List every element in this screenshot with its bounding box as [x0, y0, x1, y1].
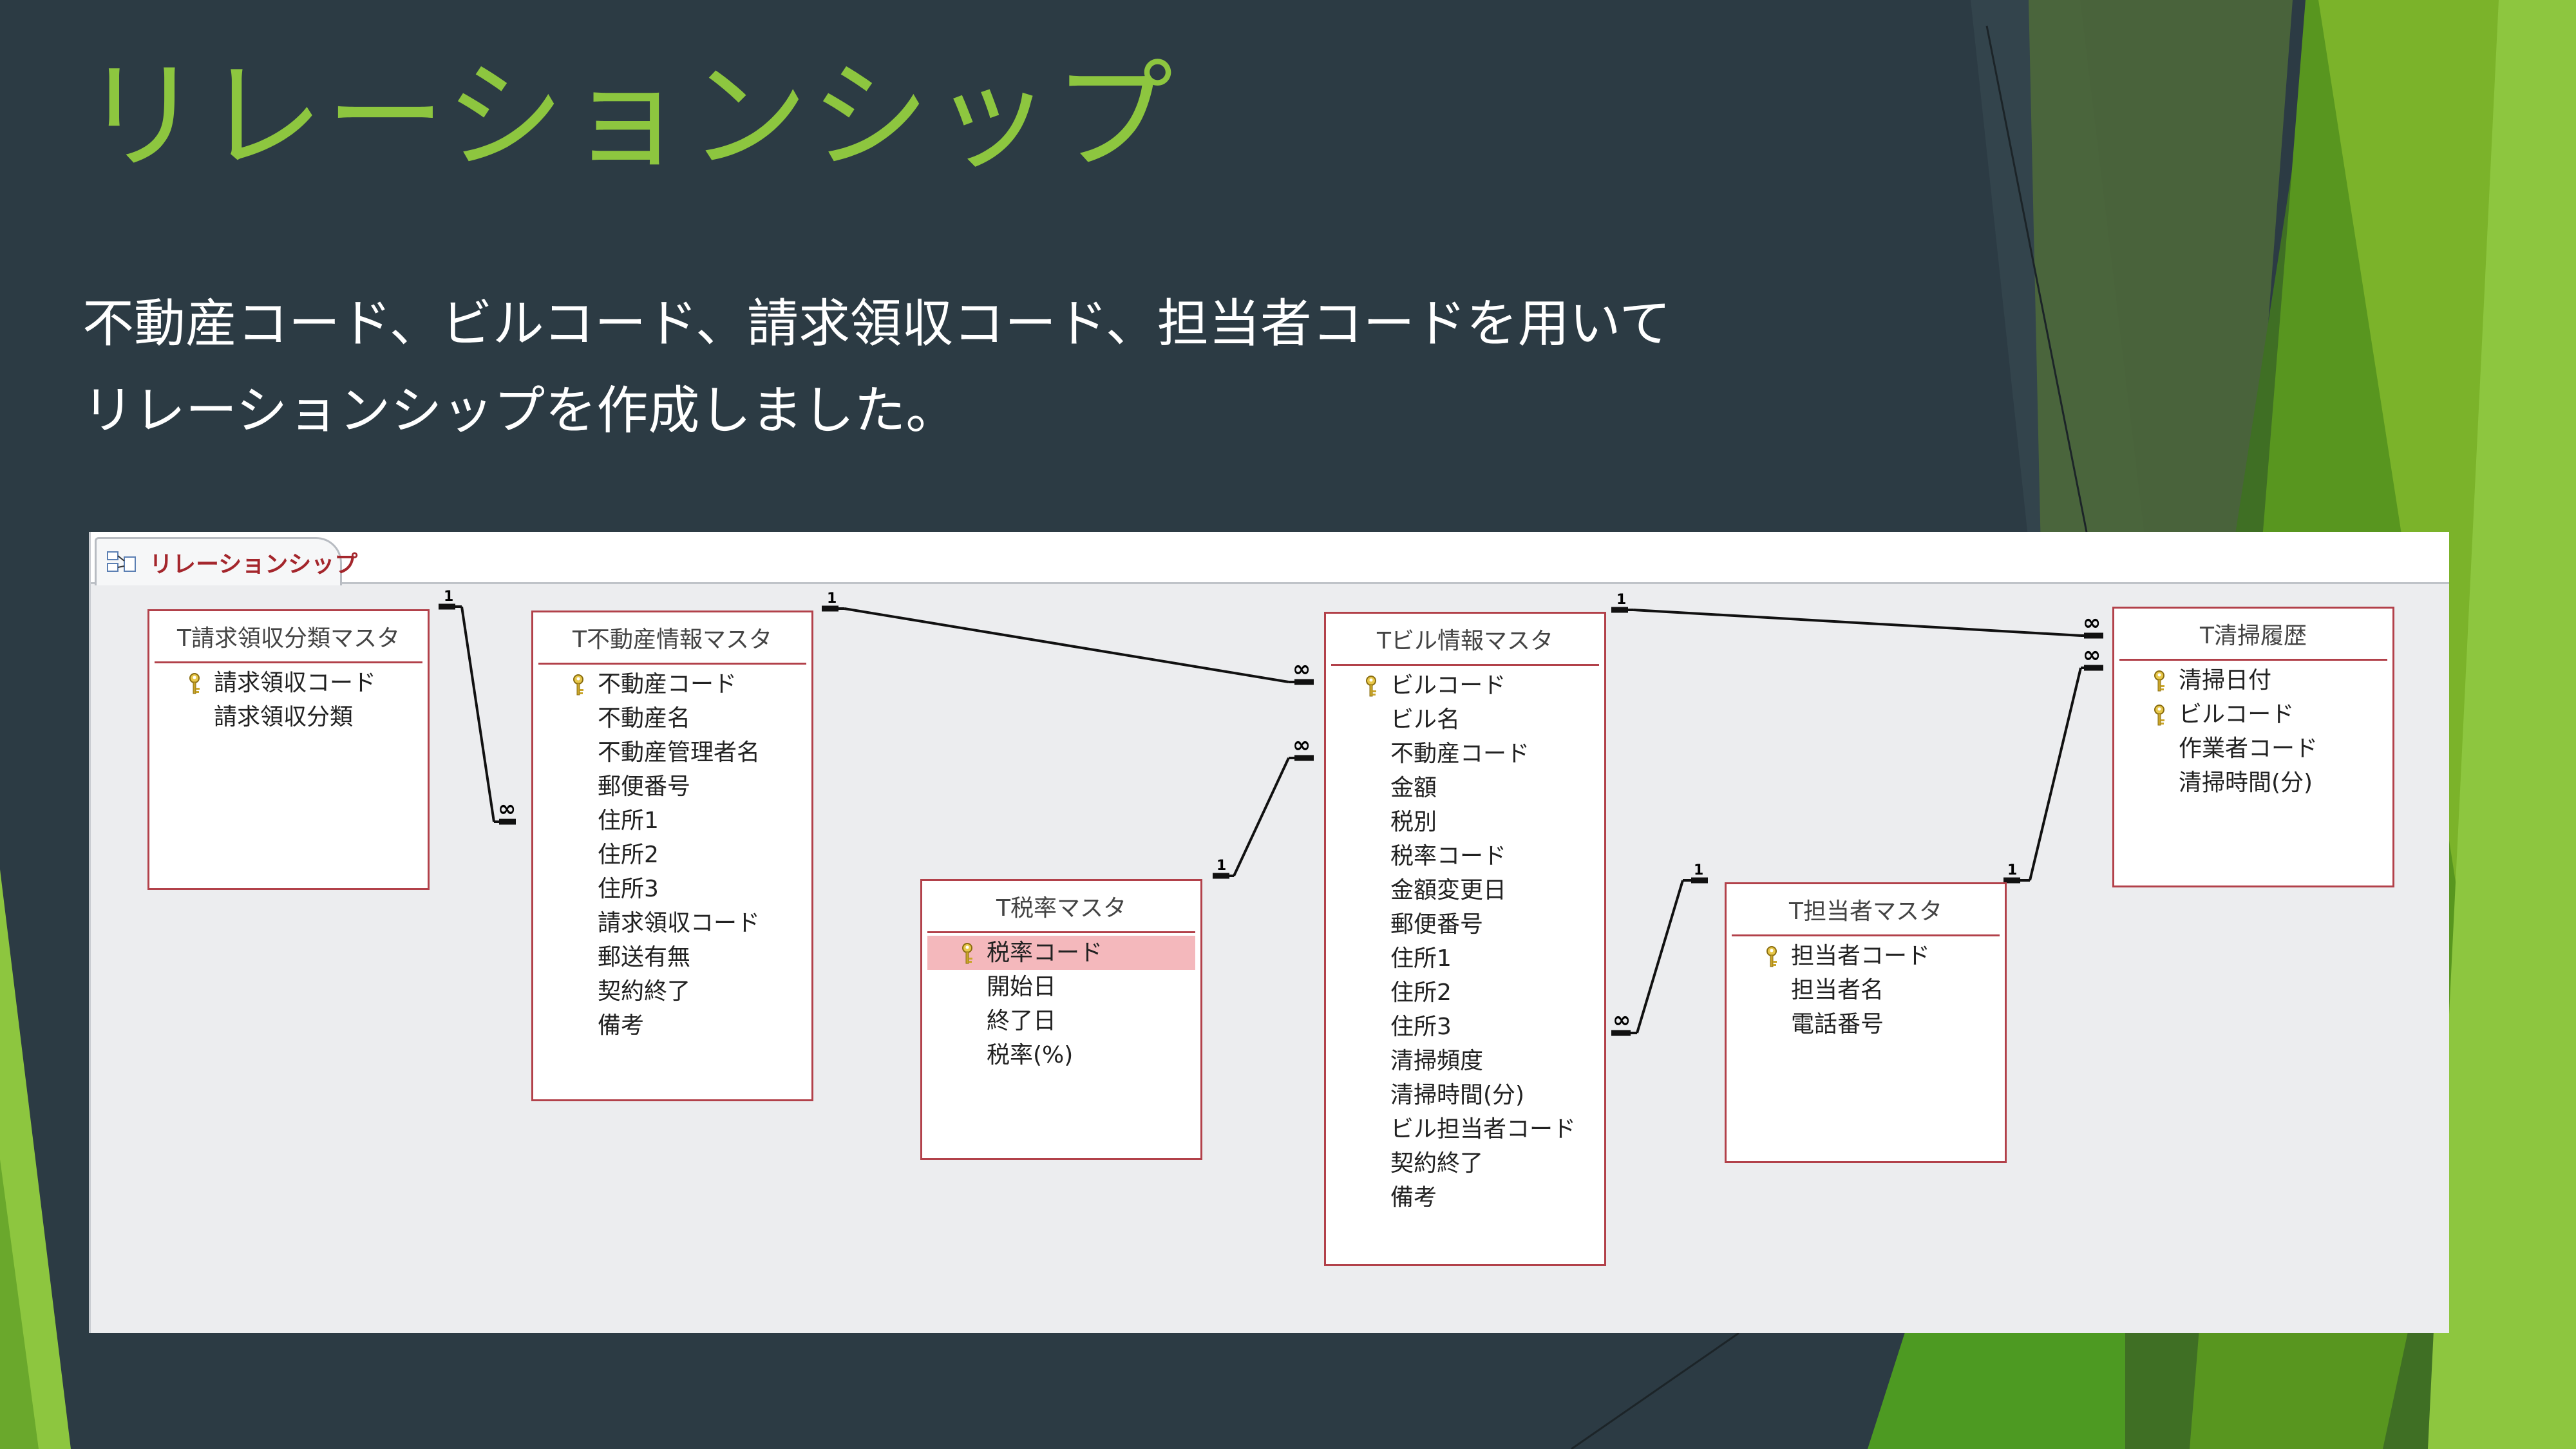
- table-window-seiso-rireki[interactable]: T清掃履歴 清掃日付 ビルコード 作業者コード 清掃時間(分): [2112, 607, 2394, 887]
- primary-key-icon: [1763, 944, 1781, 967]
- field-row[interactable]: 税率コード: [1390, 843, 1507, 869]
- many-label: ∞: [1293, 732, 1311, 758]
- field-row[interactable]: 金額変更日: [1390, 877, 1507, 904]
- table-window-biru-joho[interactable]: Tビル情報マスタ ビルコード ビル名 不動産コード 金額 税別 税率コード 金額…: [1324, 612, 1606, 1266]
- many-label: ∞: [498, 796, 516, 822]
- many-label: ∞: [2083, 642, 2101, 668]
- field-row[interactable]: 請求領収分類: [214, 704, 354, 730]
- field-row[interactable]: ビル名: [1390, 706, 1461, 733]
- field-row[interactable]: 郵送有無: [598, 944, 691, 971]
- one-label: 1: [1616, 592, 1626, 608]
- access-relationships-window: リレーションシップ: [89, 532, 2449, 1333]
- tab-relationships[interactable]: リレーションシップ: [95, 537, 357, 585]
- field-row[interactable]: 不動産管理者名: [598, 739, 761, 766]
- field-row[interactable]: 郵便番号: [1390, 911, 1484, 938]
- field-row[interactable]: 住所1: [1390, 945, 1452, 972]
- field-row[interactable]: 備考: [598, 1012, 645, 1039]
- field-row[interactable]: 担当者名: [1791, 977, 1884, 1003]
- primary-key-icon: [1362, 674, 1380, 697]
- tab-label: リレーションシップ: [149, 551, 358, 578]
- field-row[interactable]: 清掃頻度: [1390, 1048, 1484, 1074]
- many-label: ∞: [2083, 610, 2101, 636]
- field-row[interactable]: 金額: [1390, 775, 1437, 801]
- many-label: ∞: [1293, 656, 1311, 682]
- field-row[interactable]: ビルコード: [1326, 668, 1604, 703]
- table-window-zeiritsu[interactable]: T税率マスタ 税率コード 開始日 終了日 税率(%): [920, 879, 1202, 1160]
- field-row[interactable]: 住所2: [598, 842, 659, 868]
- primary-key-icon: [2150, 668, 2168, 692]
- table-title[interactable]: T税率マスタ: [927, 881, 1195, 933]
- table-window-tantosha[interactable]: T担当者マスタ 担当者コード 担当者名 電話番号: [1725, 882, 2007, 1163]
- table-title[interactable]: T請求領収分類マスタ: [155, 611, 422, 663]
- field-row[interactable]: 備考: [1390, 1184, 1437, 1211]
- field-row[interactable]: 税率(%): [987, 1042, 1074, 1068]
- primary-key-icon: [958, 941, 976, 964]
- relationship-lines: 1 ∞ 1 ∞ 1 ∞ 1 ∞ ∞ 1 1 ∞: [439, 589, 2103, 1036]
- field-row[interactable]: 税別: [1390, 809, 1437, 835]
- table-title[interactable]: T清掃履歴: [2119, 609, 2387, 661]
- field-row[interactable]: 郵便番号: [598, 773, 691, 800]
- primary-key-icon: [185, 671, 204, 694]
- one-label: 1: [827, 591, 837, 607]
- one-label: 1: [2007, 862, 2017, 878]
- table-window-fudosan-joho[interactable]: T不動産情報マスタ 不動産コード 不動産名 不動産管理者名 郵便番号 住所1 住…: [531, 611, 813, 1101]
- field-row[interactable]: 請求領収コード: [149, 666, 428, 700]
- one-label: 1: [444, 589, 453, 605]
- field-row[interactable]: 不動産コード: [1390, 741, 1530, 767]
- field-row[interactable]: 住所3: [1390, 1014, 1452, 1040]
- field-row[interactable]: 住所1: [598, 808, 659, 834]
- field-row[interactable]: 終了日: [987, 1008, 1057, 1034]
- field-row[interactable]: 契約終了: [1390, 1150, 1484, 1177]
- field-row[interactable]: 電話番号: [1791, 1011, 1884, 1037]
- field-row[interactable]: 請求領収コード: [598, 910, 761, 936]
- body-line-1: 不動産コード、ビルコード、請求領収コード、担当者コードを用いて: [82, 294, 1671, 354]
- document-tab-strip: リレーションシップ: [91, 532, 2449, 585]
- field-row[interactable]: 担当者コード: [1727, 939, 2005, 973]
- field-row[interactable]: 清掃日付: [2114, 663, 2392, 697]
- many-label: ∞: [1613, 1007, 1631, 1033]
- field-row[interactable]: 不動産コード: [533, 667, 811, 701]
- field-row[interactable]: ビル担当者コード: [1390, 1116, 1577, 1142]
- field-row[interactable]: 不動産名: [598, 705, 691, 732]
- relationships-icon: [107, 549, 137, 575]
- table-title[interactable]: T不動産情報マスタ: [538, 612, 806, 665]
- field-row[interactable]: 作業者コード: [2179, 735, 2318, 762]
- primary-key-icon: [569, 672, 587, 696]
- slide-title: リレーションシップ: [82, 47, 1176, 186]
- field-row[interactable]: 住所3: [598, 876, 659, 902]
- table-title[interactable]: Tビル情報マスタ: [1331, 614, 1599, 666]
- field-row[interactable]: ビルコード: [2114, 697, 2392, 732]
- body-line-2: リレーションシップを作成しました。: [82, 381, 958, 440]
- slide-body: 不動産コード、ビルコード、請求領収コード、担当者コードを用いて リレーションシッ…: [82, 280, 1671, 454]
- field-row[interactable]: 開始日: [987, 974, 1057, 1000]
- table-window-seikyu-ryoshu-bunrui[interactable]: T請求領収分類マスタ 請求領収コード 請求領収分類: [147, 609, 430, 890]
- field-row[interactable]: 契約終了: [598, 978, 691, 1005]
- field-row-selected[interactable]: 税率コード: [927, 936, 1195, 970]
- one-label: 1: [1694, 862, 1703, 878]
- field-row[interactable]: 住所2: [1390, 980, 1452, 1006]
- field-row[interactable]: 清掃時間(分): [2179, 770, 2313, 796]
- primary-key-icon: [2150, 703, 2168, 726]
- field-row[interactable]: 清掃時間(分): [1390, 1082, 1525, 1108]
- one-label: 1: [1217, 858, 1226, 874]
- relationships-canvas: 1 ∞ 1 ∞ 1 ∞ 1 ∞ ∞ 1 1 ∞ T請求領収分類マスタ 請求領収コ…: [91, 584, 2449, 1333]
- table-title[interactable]: T担当者マスタ: [1732, 884, 2000, 936]
